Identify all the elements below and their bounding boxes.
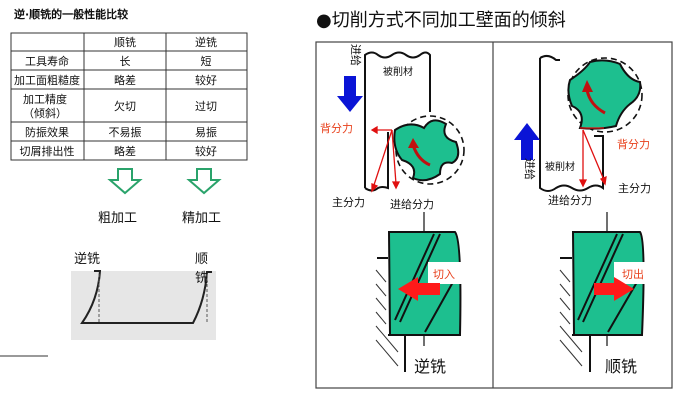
up-milling-force-diagram	[337, 51, 465, 193]
comparison-title: 逆·顺铣的一般性能比较	[14, 7, 128, 21]
cell: 不易振	[109, 125, 142, 139]
header-up-milling: 逆铣	[195, 35, 217, 49]
cell: 略差	[114, 73, 136, 87]
cell: 短	[201, 54, 212, 68]
workpiece-label: 被削材	[383, 65, 413, 78]
wall-tilt-title: ●切削方式不同加工壁面的倾斜	[316, 10, 566, 31]
feed-label: 进给	[523, 158, 536, 180]
up-milling-label: 逆铣	[74, 251, 100, 267]
cut-in-arrow-icon	[398, 277, 440, 301]
cell: 易振	[195, 125, 217, 139]
cell: 较好	[195, 144, 217, 158]
cut-out-arrow-icon	[594, 277, 634, 301]
table-header: 顺铣 逆铣	[114, 35, 217, 49]
up-milling-caption: 逆铣	[414, 357, 446, 376]
feed-force-label: 进给分力	[390, 198, 434, 211]
table-row: 加工精度 （倾斜） 欠切 过切	[23, 92, 217, 120]
row-label: 防振效果	[25, 125, 69, 139]
row-label: 加工精度	[23, 92, 67, 106]
back-force-label: 背分力	[320, 121, 353, 135]
cell: 欠切	[114, 99, 136, 113]
table-row: 工具寿命 长 短	[25, 54, 212, 68]
table-row: 加工面粗糙度 略差 较好	[14, 73, 217, 87]
cell: 过切	[195, 100, 217, 113]
back-force-label: 背分力	[617, 137, 650, 151]
cell: 较好	[195, 73, 217, 87]
cut-in-label: 切入	[433, 268, 455, 281]
feed-force-label: 进给分力	[548, 194, 592, 207]
comparison-table	[10, 32, 248, 161]
down-arrow-icon	[107, 168, 143, 195]
feed-up-arrow-icon	[514, 123, 540, 160]
row-label: 切屑排出性	[20, 144, 75, 158]
row-label-sub: （倾斜）	[23, 107, 67, 120]
cell: 略差	[114, 144, 136, 158]
cut-out-label: 切出	[622, 267, 644, 281]
down-arrow-icon	[186, 168, 222, 195]
table-row: 切屑排出性 略差 较好	[20, 144, 218, 158]
main-force-label: 主分力	[618, 182, 651, 195]
feed-label: 进给	[349, 44, 362, 66]
rough-machining-label: 粗加工	[98, 211, 137, 226]
row-label: 加工面粗糙度	[14, 73, 80, 87]
table-row: 防振效果 不易振 易振	[25, 125, 217, 139]
cell: 长	[120, 55, 131, 68]
up-milling-endmill	[375, 212, 462, 372]
down-milling-caption: 顺铣	[605, 357, 637, 376]
wall-tilt-sketch	[71, 270, 216, 340]
workpiece-label: 被削材	[545, 160, 575, 173]
finish-machining-label: 精加工	[182, 211, 221, 226]
main-force-label: 主分力	[332, 196, 365, 209]
feed-down-arrow-icon	[337, 76, 363, 112]
down-milling-endmill	[559, 212, 648, 372]
down-milling-label-1: 顺	[195, 252, 208, 267]
header-down-milling: 顺铣	[114, 35, 136, 49]
down-milling-label-2: 铣	[195, 271, 208, 286]
row-label: 工具寿命	[25, 54, 69, 68]
down-milling-force-diagram	[514, 54, 643, 192]
